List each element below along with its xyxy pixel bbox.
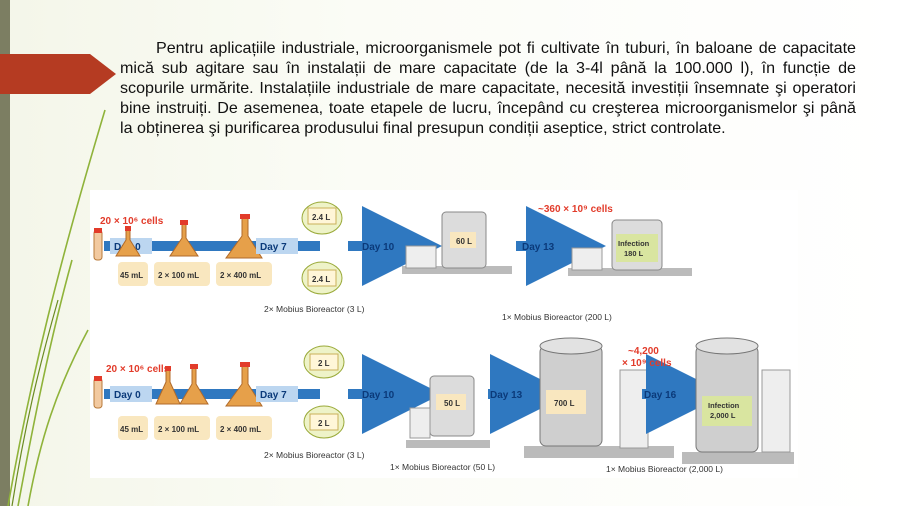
bottom-caption-mobius-50: 1× Mobius Bioreactor (50 L) <box>390 462 495 472</box>
bioreactor-50l-icon <box>406 375 490 448</box>
vol-bg-1 <box>118 262 148 286</box>
flask-icon <box>115 226 141 257</box>
left-accent-bar <box>0 0 10 506</box>
bottom-day10-label: Day 10 <box>362 390 395 401</box>
intro-paragraph: Pentru aplicațiile industriale, microorg… <box>120 39 856 137</box>
bottom-day0-label: Day 0 <box>114 390 141 401</box>
bottom-reactor-vol-2: 700 L <box>554 399 575 408</box>
flask-icon <box>179 364 209 405</box>
flask-icon <box>169 220 199 257</box>
bottom-cell-count-2: × 10⁹ cells <box>622 358 672 369</box>
bioreactor-180l-icon <box>568 219 692 276</box>
bioreactor-700l-icon <box>524 337 674 458</box>
bottom-reactor-vol-1: 50 L <box>444 399 460 408</box>
top-bag-vol-2: 2.4 L <box>312 275 330 284</box>
bottom-cell-count-1: ~4,200 <box>628 346 659 357</box>
bottom-caption-mobius-2000: 1× Mobius Bioreactor (2,000 L) <box>606 464 723 474</box>
vol-bg-2 <box>154 262 210 286</box>
bottom-reactor-infection: Infection <box>708 401 740 410</box>
bottom-day0-chip <box>110 386 152 402</box>
top-day13-label: Day 13 <box>522 242 555 253</box>
flask-icon <box>225 214 263 259</box>
vol-bg-3 <box>216 262 272 286</box>
top-reactor-infection: Infection <box>618 239 650 248</box>
b-vol-bg-3 <box>216 416 272 440</box>
bottom-day7-chip <box>256 386 298 402</box>
bioreactor-bag-icon <box>301 201 343 235</box>
bottom-reactor-vol-3: 2,000 L <box>710 411 736 420</box>
bottom-day7-label: Day 7 <box>260 390 287 401</box>
bottom-bag-vol-1: 2 L <box>318 359 330 368</box>
bottom-start-cells: 20 × 10⁶ cells <box>106 364 170 375</box>
bottom-vol-2: 2 × 100 mL <box>158 425 199 434</box>
bioreactor-bag-icon <box>301 261 343 295</box>
top-vol-3: 2 × 400 mL <box>220 271 261 280</box>
top-day7-chip <box>256 238 298 254</box>
bioreactor-bag-icon <box>303 405 345 439</box>
tube-icon <box>93 376 103 409</box>
bioreactor-60l-icon <box>402 211 512 274</box>
top-cell-count: ~360 × 10⁹ cells <box>538 204 613 215</box>
decorative-leaf-lines <box>7 109 106 506</box>
top-caption-mobius-small: 2× Mobius Bioreactor (3 L) <box>264 304 365 314</box>
top-reactor-vol-1: 60 L <box>456 237 472 246</box>
flask-icon <box>225 362 263 407</box>
top-start-cells: 20 × 10⁶ cells <box>100 216 164 227</box>
tube-icon <box>93 228 103 261</box>
bottom-caption-mobius-small: 2× Mobius Bioreactor (3 L) <box>264 450 365 460</box>
bottom-day13-label: Day 13 <box>490 390 523 401</box>
b-vol-bg-1 <box>118 416 148 440</box>
top-bag-vol-1: 2.4 L <box>312 213 330 222</box>
bioreactor-scaleup-figure: 20 × 10⁶ cells Day 0 45 mL 2 × 100 mL 2 … <box>90 190 798 478</box>
slide-arrow-marker <box>0 54 116 94</box>
top-reactor-vol-2: 180 L <box>624 249 644 258</box>
bioreactor-bag-icon <box>303 345 345 379</box>
top-vol-1: 45 mL <box>120 271 143 280</box>
top-day10-label: Day 10 <box>362 242 395 253</box>
bioreactor-2000l-icon <box>682 337 794 464</box>
top-day7-label: Day 7 <box>260 242 287 253</box>
bottom-bag-vol-2: 2 L <box>318 419 330 428</box>
b-vol-bg-2 <box>154 416 210 440</box>
bottom-day16-label: Day 16 <box>644 390 677 401</box>
bottom-vol-3: 2 × 400 mL <box>220 425 261 434</box>
bottom-vol-1: 45 mL <box>120 425 143 434</box>
top-caption-mobius-large: 1× Mobius Bioreactor (200 L) <box>502 312 612 322</box>
top-vol-2: 2 × 100 mL <box>158 271 199 280</box>
